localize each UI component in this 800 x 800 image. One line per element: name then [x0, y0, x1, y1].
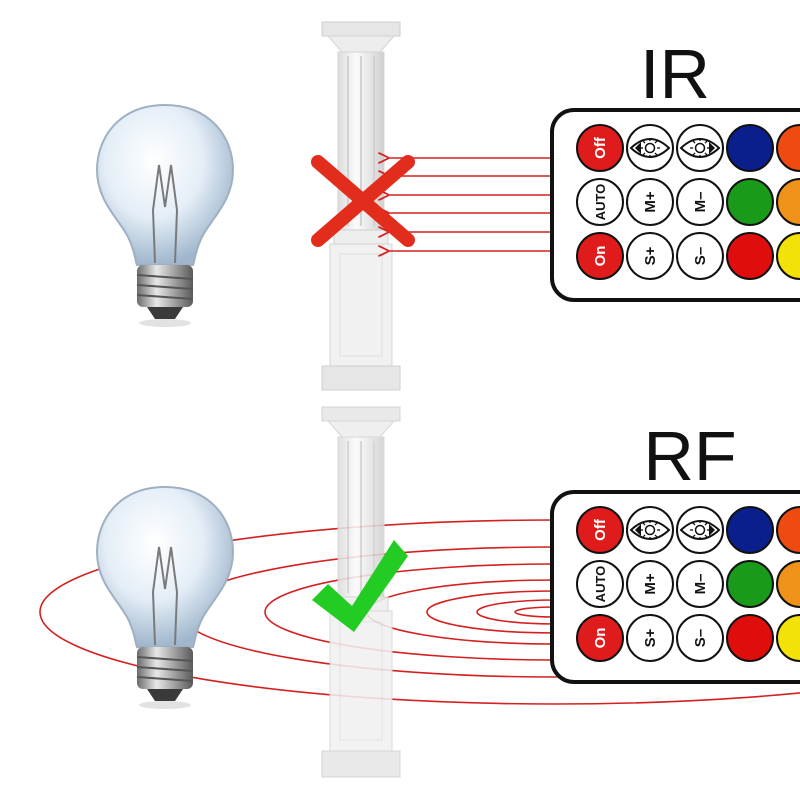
x-mark-icon: [311, 155, 415, 247]
ir-title: IR: [640, 35, 710, 113]
color-button[interactable]: [726, 232, 774, 280]
remote-button-label: Off: [592, 136, 609, 159]
remote-button-label: AUTO: [593, 184, 608, 221]
color-button[interactable]: [726, 560, 774, 608]
light-bulb-icon: [95, 485, 235, 709]
remote-button[interactable]: On: [576, 614, 624, 662]
rf-title: RF: [643, 417, 736, 495]
remote-button[interactable]: M–: [676, 178, 724, 226]
ir-signal-beams: [388, 158, 553, 251]
remote-button-label: S+: [642, 246, 659, 265]
remote-button[interactable]: S+: [626, 232, 674, 280]
brightness-button[interactable]: [626, 506, 674, 554]
remote-button-label: M–: [692, 192, 709, 213]
remote-button[interactable]: On: [576, 232, 624, 280]
remote-button[interactable]: Off: [576, 124, 624, 172]
remote-button-label: Off: [592, 518, 609, 541]
remote-button-label: M+: [642, 573, 659, 594]
brightness-button[interactable]: [676, 124, 724, 172]
color-button[interactable]: [776, 560, 800, 608]
check-mark-icon: [312, 540, 408, 632]
remote-button[interactable]: M+: [626, 560, 674, 608]
remote-button-label: AUTO: [593, 566, 608, 603]
brightness-down-icon: [679, 520, 721, 540]
remote-button-label: M+: [642, 191, 659, 212]
remote-button-label: S–: [692, 629, 709, 647]
color-button[interactable]: [726, 506, 774, 554]
remote-button[interactable]: AUTO: [576, 560, 624, 608]
remote-button[interactable]: AUTO: [576, 178, 624, 226]
remote-button-label: S–: [692, 247, 709, 265]
color-button[interactable]: [726, 178, 774, 226]
color-button[interactable]: [726, 124, 774, 172]
remote-button-label: On: [592, 246, 609, 267]
remote-button[interactable]: S+: [626, 614, 674, 662]
remote-button-label: On: [592, 628, 609, 649]
color-button[interactable]: [776, 178, 800, 226]
remote-button-label: S+: [642, 628, 659, 647]
color-button[interactable]: [776, 506, 800, 554]
remote-button[interactable]: M+: [626, 178, 674, 226]
remote-button[interactable]: S–: [676, 232, 724, 280]
color-button[interactable]: [776, 124, 800, 172]
color-button[interactable]: [726, 614, 774, 662]
color-button[interactable]: [776, 614, 800, 662]
brightness-up-icon: [629, 520, 671, 540]
remote-button[interactable]: S–: [676, 614, 724, 662]
remote-button[interactable]: M–: [676, 560, 724, 608]
pillar-icon: [321, 21, 401, 391]
light-bulb-icon: [95, 103, 235, 327]
brightness-button[interactable]: [626, 124, 674, 172]
brightness-up-icon: [629, 138, 671, 158]
brightness-button[interactable]: [676, 506, 724, 554]
color-button[interactable]: [776, 232, 800, 280]
remote-button-label: M–: [692, 574, 709, 595]
brightness-down-icon: [679, 138, 721, 158]
remote-button[interactable]: Off: [576, 506, 624, 554]
